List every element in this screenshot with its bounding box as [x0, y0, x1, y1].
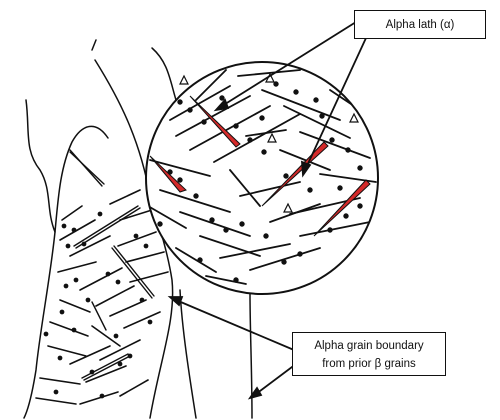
magnified-circle — [146, 62, 378, 294]
alpha-lath-callout: Alpha lath (α) — [354, 10, 486, 39]
alpha-lath-label: Alpha lath (α) — [355, 16, 485, 34]
grain-boundary-callout: Alpha grain boundary from prior β grains — [292, 332, 446, 376]
grain-boundary-label-line1: Alpha grain boundary — [293, 337, 445, 355]
grain-boundary-label-line2: from prior β grains — [293, 355, 445, 373]
